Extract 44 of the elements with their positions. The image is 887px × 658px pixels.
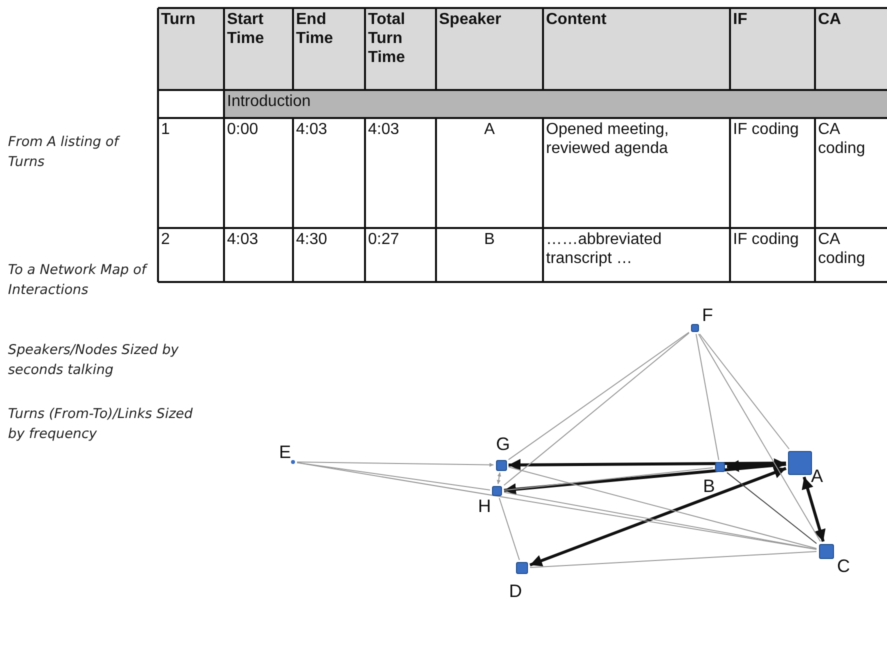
node-label: G [496,434,510,454]
table-cell-text: ……abbreviated transcript … [545,230,663,269]
table-cell-text: 4:03 [367,120,400,140]
table-cell-text: 4:30 [295,230,328,250]
node-label: C [837,556,850,576]
link-arrow [508,458,786,471]
note-text: From A listing of Turns [8,133,122,172]
note-text: Speakers/Nodes Sized by seconds talking [8,341,180,380]
table-cell-text: CA coding [817,120,866,159]
column-header: Content [543,8,730,90]
section-row: Introduction [224,90,887,118]
table-cell-text: 2 [160,230,171,250]
link-arrow [802,476,826,542]
column-header: Turn [158,8,224,90]
node-label: D [509,581,522,601]
node-label: H [478,496,491,516]
column-header: Total Turn Time [365,8,436,90]
table-cell-text: 4:03 [295,120,328,140]
table-cell-text: Opened meeting, reviewed agenda [545,120,670,159]
node-label: F [702,305,713,325]
table-cell-text: A [483,120,496,140]
table-cell-text: IF coding [732,120,800,140]
note-text: Turns (From-To)/Links Sized by frequency [8,405,194,444]
note-text: To a Network Map of Interactions [8,261,149,300]
column-header: CA [815,8,887,90]
node-label: A [811,466,824,486]
link-arrow [529,466,787,566]
link-arrow [496,472,502,484]
link-arrow [296,462,494,467]
table-cell-text: IF coding [732,230,800,250]
table-cell-text: CA coding [817,230,866,269]
table-cell-text: 4:03 [226,230,260,250]
table-cell-text: B [483,230,496,250]
node-label: B [703,476,716,496]
link-arrow [504,462,786,496]
table-cell-text: 1 [160,120,171,140]
column-header: IF [730,8,815,90]
table-cell-text: 0:00 [226,120,260,140]
column-header: Speaker [436,8,543,90]
column-header: Start Time [224,8,293,90]
node-label: E [279,442,292,462]
link-arrow [726,458,786,472]
table-cell-text: 0:27 [367,230,400,250]
column-header: End Time [293,8,365,90]
